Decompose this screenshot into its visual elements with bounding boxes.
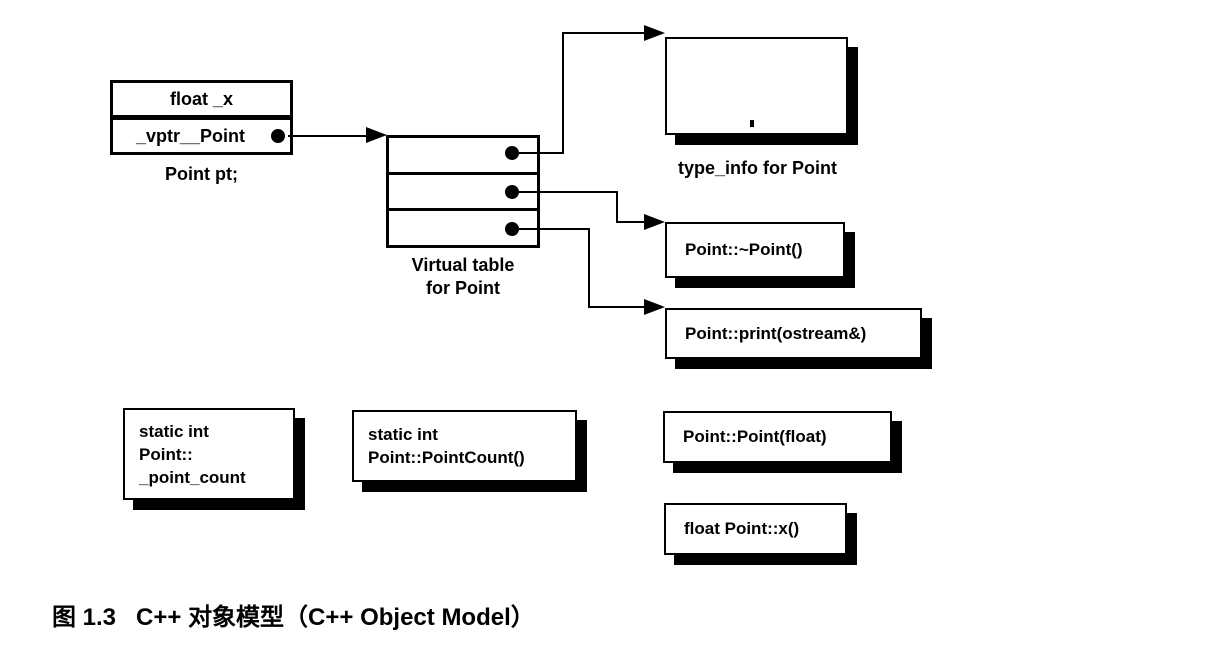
vptr-dot <box>271 129 285 143</box>
vtable-slot3-dot <box>505 222 519 236</box>
slot2-connector-line <box>616 191 618 222</box>
slot1-connector-line <box>562 32 646 34</box>
method-box-constructor: Point::Point(float) <box>663 411 892 463</box>
vptr-arrowhead-icon <box>366 127 387 143</box>
vtable-caption-line1: Virtual table <box>411 255 515 275</box>
static-data-line3: _point_count <box>139 467 246 487</box>
method-box-destructor: Point::~Point() <box>665 222 845 278</box>
slot1-connector-line <box>562 32 564 154</box>
slot3-connector-line <box>519 228 590 230</box>
figure-number: 图 1.3 <box>52 604 117 631</box>
static-data-line2: Point:: <box>139 444 193 464</box>
method-box-print: Point::print(ostream&) <box>665 308 922 359</box>
vtable-slot1-dot <box>505 146 519 160</box>
static-function-box: static int Point::PointCount() <box>352 410 577 482</box>
slot1-connector-line <box>519 152 564 154</box>
static-data-line1: static int <box>139 421 209 441</box>
vtable-caption-line2: for Point <box>426 278 500 298</box>
vtable-slot-2 <box>389 171 537 209</box>
method-box-x-accessor: float Point::x() <box>664 503 847 555</box>
member-vptr: _vptr__Point <box>135 125 246 146</box>
slot3-connector-line <box>588 228 590 307</box>
point-object-box: float _x _vptr__Point <box>110 80 293 155</box>
slot3-arrowhead-icon <box>644 299 665 315</box>
figure-title: C++ 对象模型（C++ Object Model） <box>136 604 535 631</box>
slot2-arrowhead-icon <box>644 214 665 230</box>
point-object-caption: Point pt; <box>165 164 238 184</box>
object-box-divider <box>113 115 290 120</box>
scan-artifact <box>750 120 754 127</box>
static-function-line2: Point::PointCount() <box>368 448 525 467</box>
vtable-slot-3 <box>389 208 537 245</box>
vptr-connector-line <box>288 135 368 137</box>
static-function-line1: static int <box>368 425 438 444</box>
vtable-caption: Virtual table for Point <box>370 254 556 300</box>
typeinfo-caption: type_info for Point <box>678 158 837 178</box>
slot2-connector-line <box>519 191 618 193</box>
static-data-box: static int Point:: _point_count <box>123 408 295 500</box>
figure-caption: 图 1.3 C++ 对象模型（C++ Object Model） <box>52 597 535 632</box>
slot2-connector-line <box>616 221 646 223</box>
slot1-arrowhead-icon <box>644 25 665 41</box>
member-float-x: float _x <box>169 88 234 109</box>
vtable-slot2-dot <box>505 185 519 199</box>
slot3-connector-line <box>588 306 646 308</box>
typeinfo-box <box>665 37 848 135</box>
